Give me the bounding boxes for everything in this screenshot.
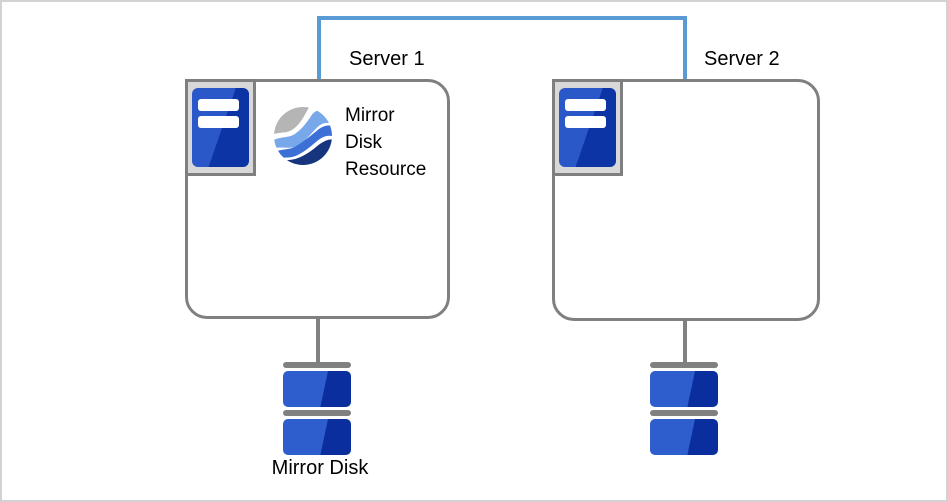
disk-cap [650,362,718,368]
disk-cap [283,362,351,368]
server-slot [565,99,606,111]
disk-stack-icon [650,362,718,458]
server2-label: Server 2 [704,48,780,70]
server-slot [565,116,606,128]
server1-disk-connector-line [316,310,320,364]
disk-cap [650,410,718,416]
server2-disk-connector-line [683,310,687,364]
interconnect-line [317,16,687,81]
server-icon [185,79,256,176]
server-icon [552,79,623,176]
server-slot [198,99,239,111]
disk-stack-icon [283,362,351,458]
mirror-disk-label: Mirror Disk [271,457,369,479]
disk-platter [650,371,718,407]
disk-platter [283,371,351,407]
mirror-disk-resource-label: Mirror Disk Resource [345,105,427,180]
disk-platter [650,419,718,455]
server-slot [198,116,239,128]
server1-label: Server 1 [349,48,425,70]
server-chassis [192,88,249,167]
disk-platter [283,419,351,455]
server-chassis [559,88,616,167]
mirror-disk-resource-globe-icon [274,107,332,165]
disk-cap [283,410,351,416]
